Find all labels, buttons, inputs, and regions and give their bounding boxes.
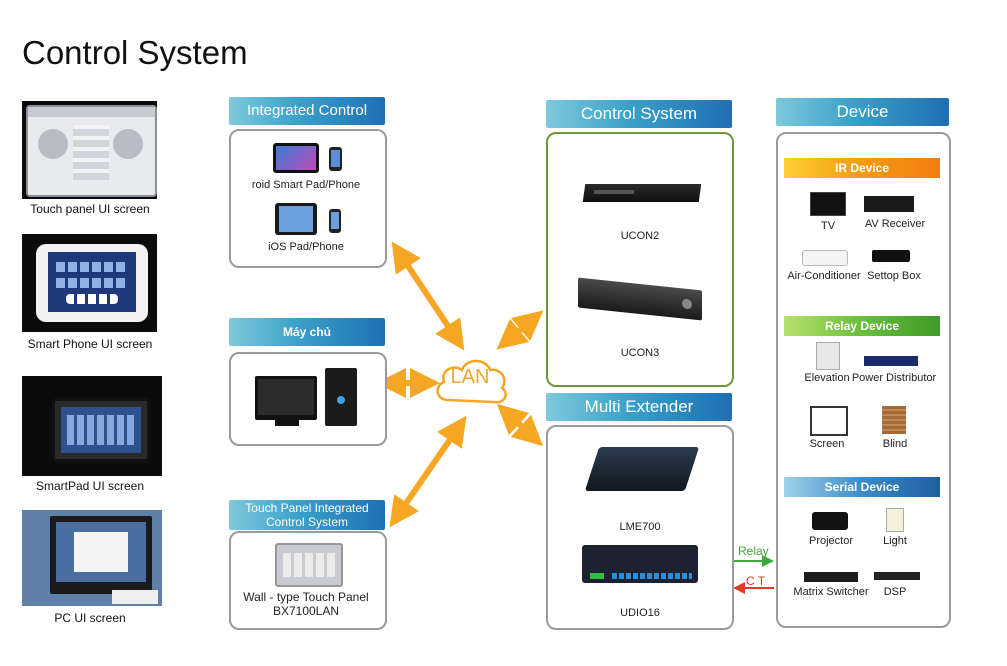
android-tablet-icon <box>273 143 319 173</box>
matrix-switcher-icon <box>804 572 858 582</box>
android-label: roid Smart Pad/Phone <box>251 179 361 191</box>
tv-icon <box>810 192 846 216</box>
screen-label: Screen <box>809 438 845 450</box>
ucon2-device <box>582 184 702 202</box>
blind-icon <box>882 406 906 434</box>
wall-panel-label: Wall - type Touch Panel <box>243 590 369 604</box>
integrated-header: Integrated Control System <box>229 97 385 147</box>
arrow-lan-extender <box>496 403 544 447</box>
pc-tower-icon <box>325 368 357 426</box>
settop-box-label: Settop Box <box>867 270 921 282</box>
udio16-label: UDIO16 <box>620 607 660 619</box>
projector-label: Projector <box>808 535 854 547</box>
iphone-icon <box>329 209 341 233</box>
tv-label: TV <box>820 220 836 232</box>
arrow-integrated-lan <box>391 241 465 351</box>
elevation-icon <box>816 342 840 370</box>
monitor-stand <box>275 420 299 426</box>
serial-device-header: Serial Device <box>784 477 940 497</box>
integrated-box: roid Smart Pad/Phone iOS Pad/Phone <box>229 129 387 268</box>
arrow-lan-control <box>496 310 544 350</box>
pc-screenshot <box>22 510 162 606</box>
monitor-icon <box>255 376 317 420</box>
lan-label: LAN <box>450 366 490 388</box>
av-receiver-label: AV Receiver <box>864 218 926 230</box>
touch-panel-header-line2: Control System <box>265 515 349 529</box>
matrix-switcher-label: Matrix Switcher <box>793 586 869 598</box>
dsp-label: DSP <box>883 586 907 598</box>
multi-extender-header: Multi Extender <box>546 393 732 421</box>
touch-panel-box: Wall - type Touch Panel BX7100LAN <box>229 531 387 630</box>
touch-panel-caption: Touch panel UI screen <box>30 202 150 216</box>
server-box <box>229 352 387 446</box>
power-distributor-label: Power Distributor <box>851 372 937 384</box>
smart-phone-caption: Smart Phone UI screen <box>27 337 153 351</box>
settop-box-icon <box>872 250 910 262</box>
ipad-icon <box>275 203 317 235</box>
relay-label: Relay <box>738 544 769 558</box>
smartpad-screenshot <box>22 376 162 476</box>
relay-device-header: Relay Device <box>784 316 940 336</box>
arrow-touch-lan <box>389 415 467 528</box>
ucon2-label: UCON2 <box>620 230 660 242</box>
device-header: Device <box>776 98 949 126</box>
projector-icon <box>812 512 848 530</box>
smart-phone-screenshot <box>22 234 157 332</box>
control-system-header: Control System <box>546 100 732 128</box>
light-icon <box>886 508 904 532</box>
multi-extender-box: LME700 UDIO16 <box>546 425 734 630</box>
pc-logo <box>112 590 158 604</box>
android-phone-icon <box>329 147 342 171</box>
lan-cloud <box>436 359 507 404</box>
page-title: Control System <box>22 34 248 71</box>
device-box: IR Device TV AV Receiver Air-Conditioner… <box>776 132 951 628</box>
wall-panel-model: BX7100LAN <box>272 604 340 618</box>
ucon3-label: UCON3 <box>620 347 660 359</box>
touch-panel-header: Touch Panel Integrated Control System <box>229 500 385 530</box>
control-system-box: UCON2 UCON3 <box>546 132 734 387</box>
screen-icon <box>810 406 848 436</box>
server-header: Máy chủ <box>229 318 385 346</box>
elevation-label: Elevation <box>804 372 850 384</box>
light-label: Light <box>883 535 907 547</box>
dsp-icon <box>874 572 920 580</box>
power-distributor-icon <box>864 356 918 366</box>
lme700-device <box>584 447 700 491</box>
wall-touch-panel-icon <box>275 543 343 587</box>
touch-panel-header-line1: Touch Panel Integrated <box>245 501 369 515</box>
av-receiver-icon <box>864 196 914 212</box>
ucon3-device <box>578 277 702 321</box>
blind-label: Blind <box>882 438 908 450</box>
ios-label: iOS Pad/Phone <box>268 241 344 253</box>
air-conditioner-icon <box>802 250 848 266</box>
smartpad-caption: SmartPad UI screen <box>35 479 145 493</box>
touch-panel-screenshot <box>22 101 157 199</box>
ir-device-header: IR Device <box>784 158 940 178</box>
udio16-device <box>582 545 698 583</box>
ct-label: C T <box>746 574 766 588</box>
lme700-label: LME700 <box>619 521 661 533</box>
air-conditioner-label: Air-Conditioner <box>787 270 861 282</box>
pc-caption: PC UI screen <box>54 611 126 625</box>
